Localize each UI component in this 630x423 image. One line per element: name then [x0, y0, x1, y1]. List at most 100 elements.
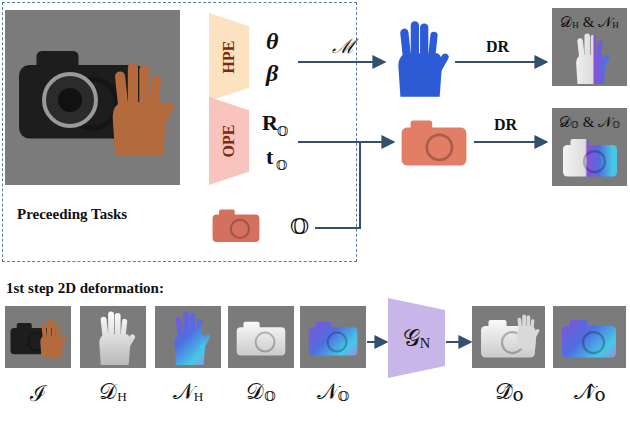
hand-render [576, 33, 611, 84]
node-text: & [583, 14, 595, 31]
merge-line [315, 142, 360, 228]
node-text: 𝒟 [559, 114, 571, 131]
text-box: 𝒟̂𝐎 [472, 372, 545, 412]
image-ground [5, 306, 71, 368]
trapezoid-fill [209, 13, 249, 101]
render-image: 𝒟H&𝒩H [552, 8, 627, 86]
renderer-label: DR [494, 116, 517, 134]
subscript: 𝕆 [338, 389, 350, 405]
hand-depth [99, 311, 136, 365]
text-box: HPE [209, 13, 249, 101]
input-image: 𝒟H [80, 306, 146, 416]
object-render [563, 139, 617, 177]
arrow [298, 141, 394, 143]
translation-symbol: t [266, 144, 273, 170]
subscript: H [117, 389, 127, 405]
subscript: H [194, 389, 204, 405]
hand-picture [40, 319, 67, 358]
text-box: 𝒢N [388, 298, 445, 378]
renderer-label: DR [486, 38, 509, 56]
render-ground [552, 108, 627, 186]
input-image: ℐ [5, 306, 71, 416]
object-mesh [402, 120, 467, 165]
node-text: 𝒩̂ [574, 379, 595, 405]
hand-mesh [398, 21, 450, 96]
estimator-trapezoid: OPE [209, 97, 249, 185]
text-box: 𝒩𝕆 [300, 372, 366, 412]
object-normal [309, 322, 358, 356]
input-image: 𝒩𝕆 [300, 306, 366, 416]
text-box: OPE [209, 97, 249, 185]
input-image: 𝒟𝕆 [228, 306, 294, 416]
object-thumbnail [213, 209, 260, 242]
text-box: 𝒟𝕆 [228, 372, 294, 412]
node-text: 𝒟 [246, 379, 264, 405]
node-text: 𝒢 [403, 325, 420, 352]
text-box: 𝒟H&𝒩H [552, 10, 627, 34]
section-heading: 1st step 2D deformation: [6, 280, 164, 297]
node-text: OPE [220, 125, 238, 158]
connector-arrow [367, 341, 387, 343]
text-box: 𝒩̂𝐎 [553, 372, 626, 412]
node-text: 𝒩 [173, 379, 194, 405]
node-text: 𝒩 [317, 379, 338, 405]
text-box: Preceeding Tasks [17, 201, 167, 227]
image-ground [80, 306, 146, 368]
text-box: 𝒩H [155, 372, 221, 412]
subscript: 𝕆 [264, 389, 276, 405]
model-symbol: ℳ [332, 32, 355, 59]
hand-depth [517, 314, 540, 348]
arrow [474, 141, 547, 143]
node-text: ℐ [30, 377, 46, 407]
render-image: 𝒟𝕆&𝒩𝕆 [552, 108, 627, 186]
node-text: 𝒟 [560, 14, 572, 31]
node-text: 𝒩 [598, 114, 612, 131]
node-text: 𝒩 [598, 14, 612, 31]
node-text: & [583, 114, 595, 131]
subscript: 𝕆 [612, 120, 620, 130]
arrow [298, 61, 385, 63]
node-text: 𝒟̂ [495, 379, 513, 405]
estimator-trapezoid: HPE [209, 13, 249, 101]
connector-arrow [446, 341, 471, 343]
subscript: N [420, 335, 430, 352]
pose-parameter: θ [266, 28, 278, 55]
hand-normal [174, 311, 211, 365]
subscript: 𝕆 [571, 120, 579, 130]
subscript: 𝐎 [513, 389, 523, 405]
node-text: Preceeding Tasks [17, 206, 127, 223]
trapezoid-fill [209, 97, 249, 185]
object-symbol: 𝕆 [290, 214, 309, 240]
node-text: HPE [220, 41, 238, 74]
arrow [455, 61, 547, 63]
node-text: 𝒟 [99, 379, 117, 405]
text-box: 𝒟𝕆&𝒩𝕆 [552, 110, 627, 134]
subscript: H [572, 20, 579, 30]
subscript: 𝐎 [595, 389, 605, 405]
object-depth [237, 322, 286, 356]
text-box: 𝒟H [80, 372, 146, 412]
subscript: 𝕆 [277, 124, 288, 140]
image-ground [553, 306, 626, 368]
image-ground [155, 306, 221, 368]
subscript: 𝕆 [276, 158, 287, 174]
camera-lens [44, 74, 96, 126]
subscript: H [612, 20, 619, 30]
output-image: 𝒩̂𝐎 [553, 306, 626, 416]
image-ground [472, 306, 545, 368]
camera-lens [58, 88, 82, 112]
trapezoid-fill [388, 298, 445, 378]
text-box: ℐ [5, 372, 71, 412]
shape-parameter: β [266, 60, 278, 87]
render-ground [552, 8, 627, 86]
network-trapezoid: 𝒢N [388, 298, 445, 378]
object-normal [562, 320, 616, 358]
image-ground [300, 306, 366, 368]
photo-ground [5, 10, 180, 185]
input-image: 𝒩H [155, 306, 221, 416]
image-ground [228, 306, 294, 368]
output-image: 𝒟̂𝐎 [472, 306, 545, 416]
hand-picture [113, 63, 176, 155]
